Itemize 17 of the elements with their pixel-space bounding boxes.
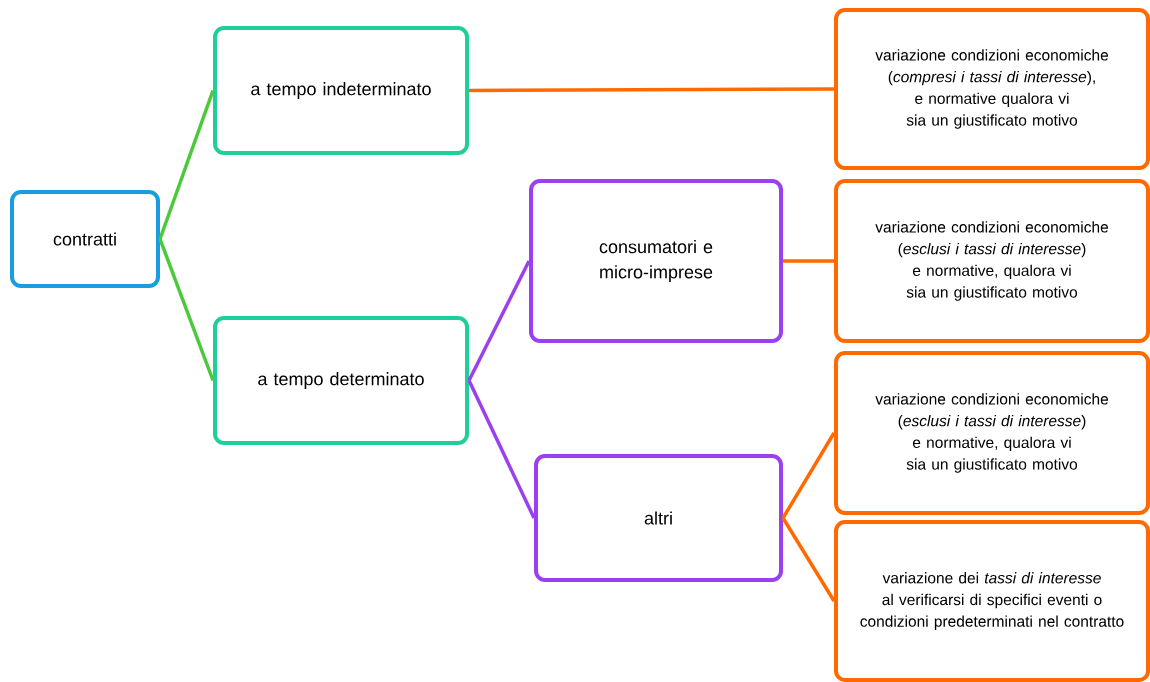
description-box: variazione condizioni economiche (compresi i tassi di interesse), e normative qualora vi sia un giustificato motivo [834, 8, 1150, 170]
connector-line [467, 260, 531, 382]
connector-line [158, 89, 215, 240]
connector-line [781, 432, 836, 519]
category-box: a tempo determinato [213, 316, 469, 445]
connector-line [783, 259, 834, 263]
connector-line [781, 517, 836, 602]
category-box: consumatori e micro-imprese [529, 179, 783, 343]
category-box: a tempo indeterminato [213, 26, 469, 155]
description-box: variazione dei tassi di interesse al verificarsi di specifici eventi o condizioni predeterminati nel contratto [834, 520, 1150, 682]
connector-line [469, 87, 834, 93]
root-box: contratti [10, 190, 160, 288]
category-box: altri [534, 454, 783, 582]
description-box: variazione condizioni economiche (esclusi i tassi di interesse) e normative, qualora vi sia un giustificato motivo [834, 179, 1150, 343]
connector-line [158, 238, 215, 382]
connector-line [467, 379, 536, 519]
description-box: variazione condizioni economiche (esclusi i tassi di interesse) e normative, qualora vi sia un giustificato motivo [834, 351, 1150, 515]
